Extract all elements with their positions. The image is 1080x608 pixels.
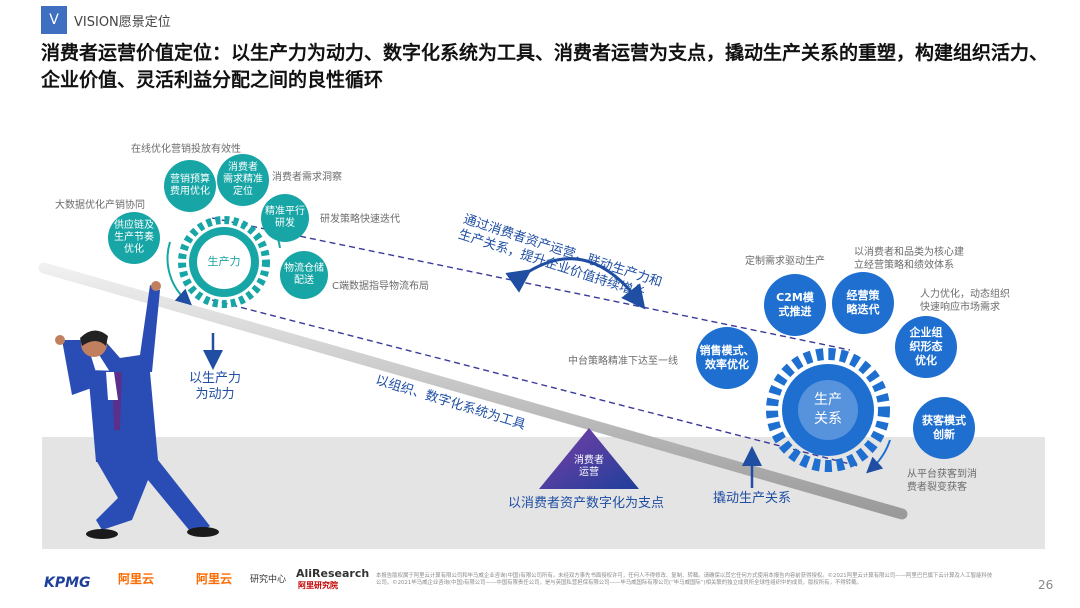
aliresearch-cn-logo: 阿里研究院 — [298, 581, 338, 590]
circle-customer-acquisition: 获客模式 创新 — [922, 414, 966, 441]
note-online-marketing: 在线优化营销投放有效性 — [131, 144, 241, 155]
circle-org-form: 企业组 织形态 优化 — [909, 326, 943, 367]
note-logistics-layout: C端数据指导物流布局 — [332, 281, 429, 292]
circle-parallel-rnd: 精准平行 研发 — [265, 206, 305, 229]
kpmg-logo: KPMG — [44, 575, 91, 591]
footer-disclaimer: 本报告版权属于阿里云计算有限公司和毕马威企业咨询(中国)有限公司所有。未经双方事… — [376, 573, 993, 586]
circle-c2m: C2M模 式推进 — [776, 291, 814, 318]
note-custom-demand: 定制需求驱动生产 — [745, 256, 825, 267]
relations-gear — [766, 348, 891, 474]
page-title: 消费者运营价值定位：以生产力为动力、数字化系统为工具、消费者运营为支点，撬动生产… — [41, 42, 1049, 91]
businessman-figure — [55, 281, 219, 539]
aliyun-logo-2: 阿里云 — [196, 572, 233, 586]
lever-bar — [38, 262, 908, 520]
circle-strategy-iteration: 经营策 略迭代 — [846, 289, 880, 316]
circle-consumer-demand: 消费者 需求精准 定位 — [223, 162, 263, 197]
fulcrum-label: 消费者 运营 — [574, 455, 604, 478]
section-label: VISION愿景定位 — [74, 15, 171, 30]
research-center-logo: 研究中心 — [250, 575, 287, 585]
productivity-driver-label: 以生产力 为动力 — [188, 371, 241, 402]
circle-logistics: 物流仓储 配送 — [284, 263, 324, 286]
aliyun-logo: 阿里云 — [118, 572, 155, 586]
note-dynamic-org: 人力优化，动态组织 快速响应市场需求 — [920, 289, 1010, 313]
note-consumer-category: 以消费者和品类为核心建 立经营策略和绩效体系 — [854, 247, 964, 271]
note-platform-to-fission: 从平台获客到消 费者裂变获客 — [907, 469, 977, 493]
lever-caption: 撬动生产关系 — [713, 491, 792, 506]
relations-label: 生产 关系 — [814, 392, 842, 427]
circle-sales-efficiency: 销售模式、 效率优化 — [699, 344, 755, 371]
productivity-label: 生产力 — [207, 255, 241, 268]
productivity-gear — [166, 216, 281, 308]
fulcrum-caption: 以消费者资产数字化为支点 — [508, 496, 665, 511]
note-middle-platform: 中台策略精准下达至一线 — [568, 356, 678, 367]
curved-double-arrow — [505, 257, 646, 310]
note-production-sales: 大数据优化产销协同 — [55, 200, 145, 211]
page-number: 26 — [1038, 578, 1054, 592]
note-rnd-iteration: 研发策略快速迭代 — [320, 214, 400, 225]
note-demand-insight: 消费者需求洞察 — [272, 172, 342, 183]
circle-supply-chain: 供应链及 生产节奏 优化 — [114, 220, 154, 255]
aliresearch-logo: AliResearch — [296, 567, 370, 580]
dashed-line-bottom — [211, 299, 859, 467]
fulcrum-triangle — [539, 428, 639, 489]
circle-marketing-budget: 营销预算 费用优化 — [170, 174, 210, 197]
section-tag: V — [41, 6, 67, 34]
